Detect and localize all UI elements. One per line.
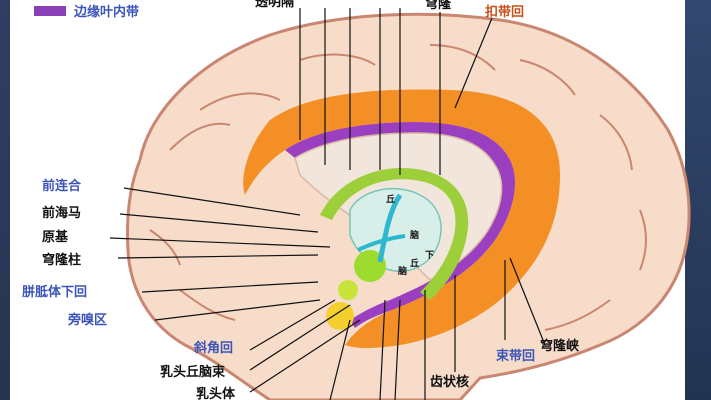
- gyri-lines: [149, 44, 647, 331]
- label-xia: 下: [425, 250, 434, 261]
- cyan-tract-2: [357, 234, 406, 252]
- leader-lines: [109, 8, 546, 400]
- cyan-tract-1: [377, 193, 403, 263]
- label-nao2: 脑: [397, 265, 407, 277]
- label-qian-hai-ma: 前海马: [42, 205, 81, 221]
- label-pian-zhi-ti-xia-hui: 胼胝体下回: [22, 284, 87, 300]
- label-pang-xiu-qu: 旁嗅区: [67, 312, 107, 328]
- left-frame-bar: [0, 0, 10, 400]
- label-qiong-long-xia: 穹隆峡: [540, 338, 580, 354]
- label-qian-lian-he: 前连合: [42, 178, 82, 194]
- yellow-nucleus: [326, 302, 354, 330]
- label-top-cut1: 透明隔: [255, 0, 294, 10]
- label-kou-dai-hui: 扣带回: [485, 4, 524, 20]
- label-ru-tou-qiu-nao-shu: 乳头丘脑束: [160, 364, 226, 380]
- legend-text: 边缘叶内带: [73, 4, 139, 20]
- legend-swatch: [34, 6, 66, 16]
- label-shu-dai-hui: 束带回: [496, 348, 535, 364]
- label-qiu2: 丘: [410, 257, 419, 269]
- label-yuan-ji: 原基: [42, 229, 69, 245]
- label-ru-tou-ti: 乳头体: [196, 386, 236, 400]
- label-xie-jiao-hui: 斜角回: [193, 340, 233, 356]
- purple-band: [285, 122, 515, 328]
- green-nucleus-2: [338, 280, 358, 300]
- label-qiu: 丘: [386, 193, 395, 205]
- label-chi-zhuang-he: 齿状核: [430, 374, 469, 390]
- green-nucleus-1: [354, 250, 386, 282]
- label-nao: 脑: [409, 229, 419, 241]
- label-top-cut2: 穹隆: [425, 0, 452, 12]
- orange-band: [243, 89, 560, 349]
- label-qiong-long-zhu: 穹隆柱: [42, 252, 81, 268]
